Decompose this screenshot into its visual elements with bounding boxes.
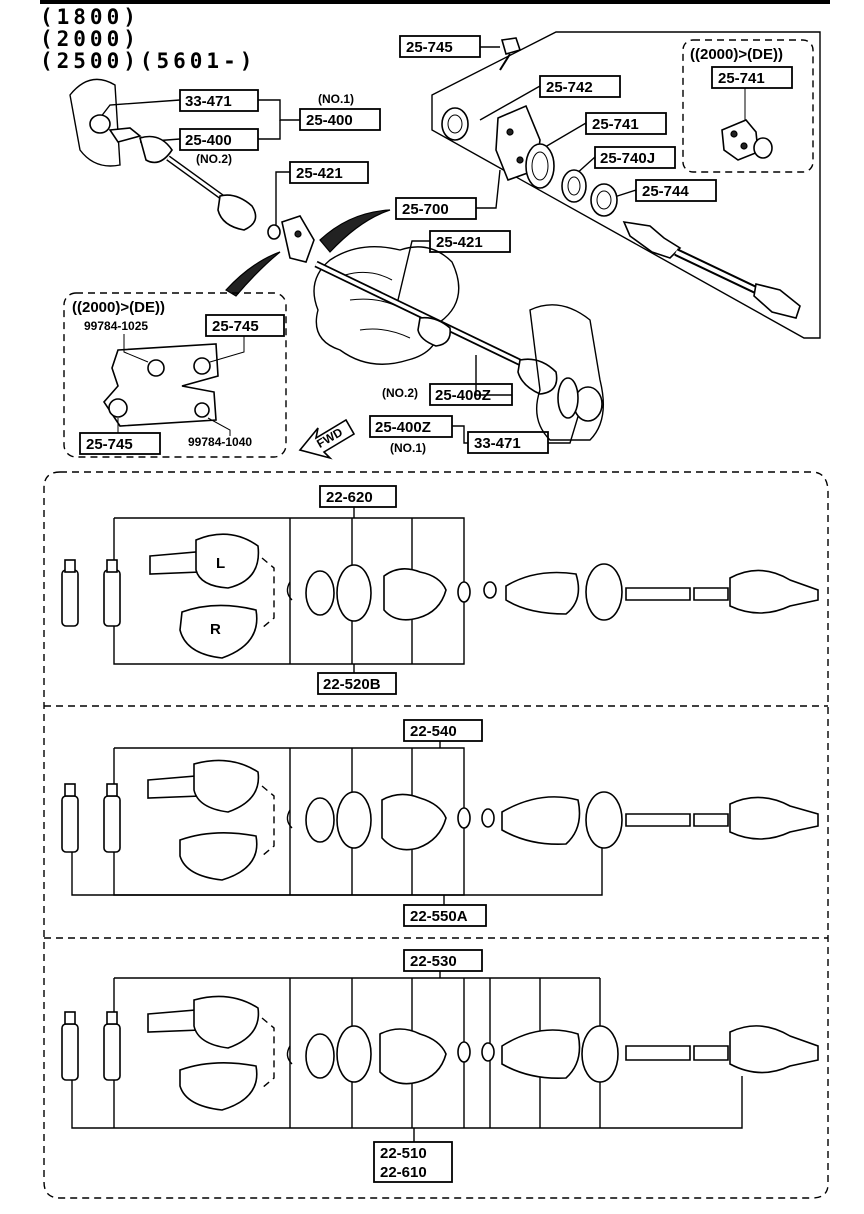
leader-lines-top <box>99 46 637 444</box>
kit-1-top-label: 22-620 <box>326 489 373 506</box>
model-line-1: (1800) <box>40 5 140 29</box>
label-no1-top: (NO.1) <box>318 92 354 106</box>
kit-1-bottom-label: 22-520B <box>323 676 381 693</box>
label-25-745-top: 25-745 <box>406 39 453 56</box>
label-no2-bottom: (NO.2) <box>382 386 418 400</box>
left-inset-title: ((2000)>(DE)) <box>72 299 165 316</box>
label-25-421-b: 25-421 <box>436 234 483 251</box>
kit-2-top-label: 22-540 <box>410 723 457 740</box>
label-no1-bottom: (NO.1) <box>390 441 426 455</box>
right-inset-title: ((2000)>(DE)) <box>690 46 783 63</box>
kit-1: 22-620 22-520B L R <box>61 485 819 695</box>
label-25-744: 25-744 <box>642 183 689 200</box>
label-box-25-741-inset <box>711 66 793 89</box>
left-inset-bolt-a: 99784-1025 <box>84 319 148 333</box>
label-25-742: 25-742 <box>546 79 593 96</box>
label-box-left-b <box>79 432 161 455</box>
bearing-exploded-parts <box>441 37 801 319</box>
label-25-740j: 25-740J <box>600 150 655 167</box>
label-25-700: 25-700 <box>402 201 449 218</box>
left-inset-part-a: 25-745 <box>212 318 259 335</box>
kit-3-bottom-label-1: 22-510 <box>380 1145 427 1162</box>
drive-shaft-assembly-top <box>69 78 605 441</box>
label-25-400z-no2: 25-400Z <box>435 387 491 404</box>
model-line-3: (2500)(5601-) <box>40 49 256 73</box>
fwd-arrow-icon: FWD <box>298 418 356 460</box>
label-33-471-bottom: 33-471 <box>474 435 521 452</box>
bracket-inset-icon <box>721 119 773 161</box>
left-inset-part-b: 25-745 <box>86 436 133 453</box>
label-25-400-no2: 25-400 <box>185 132 232 149</box>
label-25-421-a: 25-421 <box>296 165 343 182</box>
bearing-assembly-frame <box>431 31 821 339</box>
kits-outer-box <box>43 471 829 1199</box>
label-25-741: 25-741 <box>592 116 639 133</box>
kit-2-bottom-label: 22-550A <box>410 908 468 925</box>
kit-3-top-label: 22-530 <box>410 953 457 970</box>
label-box-left-a <box>205 314 285 337</box>
label-no2-top: (NO.2) <box>196 152 232 166</box>
model-line-2: (2000) <box>40 27 140 51</box>
left-inset-bolt-b: 99784-1040 <box>188 435 252 449</box>
joint-mark-l: L <box>216 555 225 572</box>
label-33-471-top: 33-471 <box>185 93 232 110</box>
joint-mark-r: R <box>210 621 221 638</box>
kit-2: 22-540 22-550A <box>61 719 819 927</box>
right-inset-box <box>682 39 814 173</box>
left-inset-box <box>63 292 287 458</box>
kit-3-bottom-label-2: 22-610 <box>380 1164 427 1181</box>
right-inset-part: 25-741 <box>718 70 765 87</box>
label-25-400-no1: 25-400 <box>306 112 353 129</box>
kit-3: 22-530 22-510 22-610 <box>61 949 819 1183</box>
bracket-plate-icon <box>102 334 245 436</box>
label-25-400z-no1: 25-400Z <box>375 419 431 436</box>
label-boxes-top: 25-745 33-471 (NO.1) 25-400 25-400 (NO.2… <box>179 35 717 455</box>
